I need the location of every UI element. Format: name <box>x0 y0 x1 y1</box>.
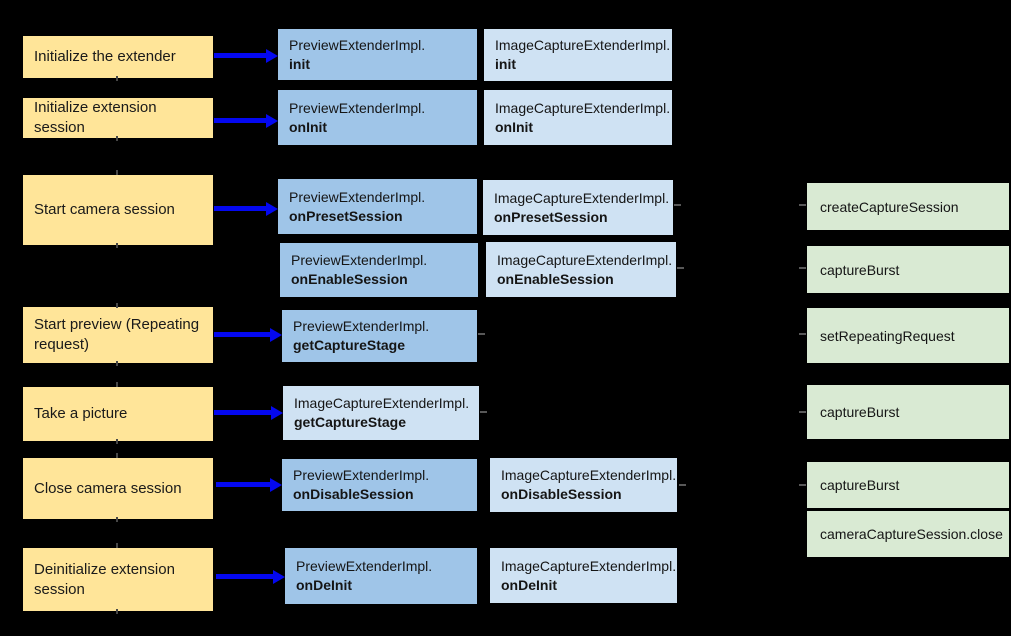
class-name: PreviewExtenderImpl. <box>296 558 433 574</box>
method-name: init <box>495 56 516 72</box>
connector-stub <box>478 333 485 335</box>
call-box-imagecapture-getcapturestage: ImageCaptureExtenderImpl. getCaptureStag… <box>283 386 479 440</box>
call-box-imagecapture-oninit: ImageCaptureExtenderImpl. onInit <box>484 90 672 145</box>
method-name: onDisableSession <box>293 486 414 502</box>
call-box-imagecapture-ondeinit: ImageCaptureExtenderImpl. onDeInit <box>490 548 677 603</box>
camera2-box-captureburst-1: captureBurst <box>807 246 1009 293</box>
class-name: PreviewExtenderImpl. <box>291 252 428 268</box>
camera2-box-cameracapturesession-close: cameraCaptureSession.close <box>807 511 1009 557</box>
class-name: ImageCaptureExtenderImpl. <box>495 37 671 53</box>
call-box-imagecapture-ondisablesession: ImageCaptureExtenderImpl. onDisableSessi… <box>490 458 677 512</box>
connector-tick <box>116 517 118 522</box>
method-name: onInit <box>495 118 534 135</box>
flow-arrow-close-session <box>216 482 270 487</box>
connector-tick <box>116 303 118 308</box>
method-name: getCaptureStage <box>294 414 407 430</box>
connector-tick <box>116 609 118 614</box>
step-box-take-a-picture: Take a picture <box>23 387 213 441</box>
call-box-preview-onpresetsession: PreviewExtenderImpl. onPresetSession <box>278 179 477 234</box>
connector-tick <box>116 361 118 366</box>
connector-stub <box>799 267 806 269</box>
step-box-start-camera-session: Start camera session <box>23 175 213 245</box>
camera2-label: setRepeatingRequest <box>820 327 955 344</box>
class-name: ImageCaptureExtenderImpl. <box>495 99 671 116</box>
call-box-imagecapture-onenablesession: ImageCaptureExtenderImpl. onEnableSessio… <box>486 242 676 297</box>
connector-stub <box>677 267 684 269</box>
method-name: onEnableSession <box>291 271 408 287</box>
step-label: Initialize the extender <box>34 48 176 65</box>
step-label: Initialize extension session <box>34 99 157 136</box>
step-label: Deinitialize extension session <box>34 560 175 598</box>
class-name: ImageCaptureExtenderImpl. <box>501 467 677 483</box>
method-name: onDisableSession <box>501 486 622 502</box>
step-box-start-preview: Start preview (Repeating request) <box>23 307 213 363</box>
connector-stub <box>480 411 487 413</box>
method-name: onEnableSession <box>497 270 614 287</box>
call-box-imagecapture-onpresetsession: ImageCaptureExtenderImpl. onPresetSessio… <box>483 180 673 235</box>
class-name: ImageCaptureExtenderImpl. <box>494 189 670 206</box>
connector-tick <box>116 243 118 248</box>
connector-tick <box>116 170 118 175</box>
call-box-preview-init: PreviewExtenderImpl. init <box>278 29 477 80</box>
class-name: PreviewExtenderImpl. <box>289 36 426 53</box>
method-name: getCaptureStage <box>293 337 406 353</box>
flow-arrow-take-picture <box>214 410 271 415</box>
class-name: PreviewExtenderImpl. <box>293 318 430 334</box>
call-box-imagecapture-init: ImageCaptureExtenderImpl. init <box>484 29 672 81</box>
method-name: onPresetSession <box>494 208 608 225</box>
call-box-preview-oninit: PreviewExtenderImpl. onInit <box>278 90 477 145</box>
camera2-label: createCaptureSession <box>820 198 959 215</box>
step-label: Start camera session <box>34 201 175 218</box>
flow-arrow-oninit <box>214 118 266 123</box>
connector-tick <box>116 382 118 387</box>
connector-tick <box>116 439 118 444</box>
call-box-preview-ondisablesession: PreviewExtenderImpl. onDisableSession <box>282 459 477 511</box>
connector-stub <box>799 333 806 335</box>
camera2-box-setrepeatingrequest: setRepeatingRequest <box>807 308 1009 363</box>
connector-tick <box>116 453 118 458</box>
connector-stub <box>799 411 806 413</box>
flow-arrow-start-preview <box>214 332 270 337</box>
camera2-box-createcapturesession: createCaptureSession <box>807 183 1009 230</box>
connector-stub <box>674 204 681 206</box>
camera2-box-captureburst-2: captureBurst <box>807 385 1009 439</box>
step-label: Take a picture <box>34 405 128 422</box>
class-name: ImageCaptureExtenderImpl. <box>294 395 470 411</box>
connector-stub <box>799 484 806 486</box>
flow-arrow-init <box>214 53 266 58</box>
call-box-preview-onenablesession: PreviewExtenderImpl. onEnableSession <box>280 243 478 297</box>
step-box-initialize-extension-session: Initialize extension session <box>23 98 213 138</box>
step-label: Close camera session <box>34 479 182 497</box>
camera2-box-captureburst-3: captureBurst <box>807 462 1009 508</box>
class-name: ImageCaptureExtenderImpl. <box>497 251 673 268</box>
class-name: ImageCaptureExtenderImpl. <box>501 557 677 574</box>
connector-tick <box>116 76 118 81</box>
step-label: Start preview (Repeating request) <box>34 316 200 353</box>
class-name: PreviewExtenderImpl. <box>289 99 426 116</box>
flow-arrow-deinit <box>216 574 273 579</box>
connector-tick <box>116 543 118 548</box>
connector-tick <box>116 136 118 141</box>
class-name: PreviewExtenderImpl. <box>293 467 430 483</box>
method-name: onPresetSession <box>289 207 403 224</box>
camera2-label: cameraCaptureSession.close <box>820 526 1003 542</box>
camera2-label: captureBurst <box>820 477 900 493</box>
connector-stub <box>679 484 686 486</box>
method-name: onInit <box>289 118 328 135</box>
step-box-initialize-extender: Initialize the extender <box>23 36 213 78</box>
camera2-label: captureBurst <box>820 261 900 278</box>
step-box-deinitialize-extension-session: Deinitialize extension session <box>23 548 213 611</box>
class-name: PreviewExtenderImpl. <box>289 188 426 205</box>
camera2-label: captureBurst <box>820 404 900 420</box>
call-box-preview-getcapturestage: PreviewExtenderImpl. getCaptureStage <box>282 310 477 362</box>
method-name: init <box>289 55 310 72</box>
connector-stub <box>799 204 806 206</box>
flow-arrow-start-session <box>214 206 266 211</box>
call-box-preview-ondeinit: PreviewExtenderImpl. onDeInit <box>285 548 477 604</box>
step-box-close-camera-session: Close camera session <box>23 458 213 519</box>
method-name: onDeInit <box>296 577 352 593</box>
method-name: onDeInit <box>501 576 557 593</box>
